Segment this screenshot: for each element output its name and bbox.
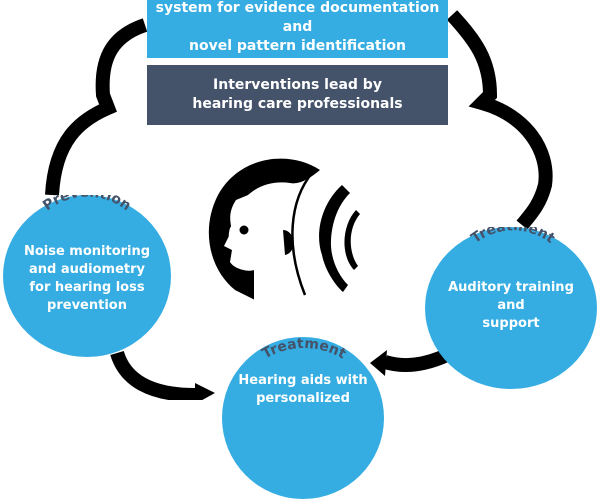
- arrow-bottom-right: [382, 348, 450, 373]
- sound-wave-small: [344, 210, 360, 270]
- top-box-line: system for evidence documentation and: [155, 0, 440, 35]
- hearing-aids-title: Treatment: [259, 337, 348, 362]
- arrow-bottom-left: [110, 350, 196, 400]
- interventions-line: Interventions lead by: [213, 77, 382, 93]
- prevention-circle: Prevention Noise monitoring and audiomet…: [3, 195, 171, 357]
- hearing-aids-circle: Treatment Hearing aids with personalized: [222, 337, 384, 499]
- auditory-line: and: [497, 298, 525, 313]
- auditory-training-circle: Treatment Auditory training and support: [425, 227, 597, 389]
- top-box-line: novel pattern identification: [189, 37, 406, 54]
- prevention-line: Noise monitoring: [23, 244, 151, 259]
- auditory-line: support: [482, 316, 540, 331]
- prevention-line: and audiometry: [28, 262, 146, 277]
- arrow-top-right: [446, 10, 553, 230]
- ear: [283, 230, 294, 255]
- prevention-line: for hearing loss: [29, 280, 145, 295]
- top-box: system for evidence documentation and no…: [147, 0, 448, 58]
- head-eye: [239, 225, 249, 235]
- prevention-description: Noise monitoring and audiometry for hear…: [3, 243, 171, 315]
- face-profile: [224, 190, 283, 300]
- auditory-title: Treatment: [468, 227, 558, 247]
- prevention-title-arc: Prevention: [40, 195, 134, 214]
- hearing-aids-title-arc: Treatment: [259, 337, 348, 362]
- arrowhead-bottom-right: [370, 350, 387, 376]
- sound-wave-large: [319, 185, 350, 292]
- interventions-line: hearing care professionals: [192, 96, 403, 112]
- auditory-title-arc: Treatment: [468, 227, 558, 247]
- hearing-aids-line: Hearing aids with: [238, 373, 368, 388]
- auditory-description: Auditory training and support: [425, 279, 597, 333]
- auditory-line: Auditory training: [448, 280, 574, 295]
- arrowhead-bottom-left: [195, 383, 215, 400]
- thin-arc: [291, 172, 313, 296]
- prevention-line: prevention: [47, 298, 127, 313]
- hearing-aids-description: Hearing aids with personalized: [222, 372, 384, 408]
- cycle-arrows: [45, 10, 553, 400]
- interventions-box: Interventions lead by hearing care profe…: [147, 65, 448, 125]
- prevention-title: Prevention: [40, 195, 134, 214]
- hearing-aids-line: personalized: [256, 391, 350, 406]
- hearing-head-sound-waves-icon: [208, 158, 360, 300]
- arrow-top-left: [45, 18, 148, 196]
